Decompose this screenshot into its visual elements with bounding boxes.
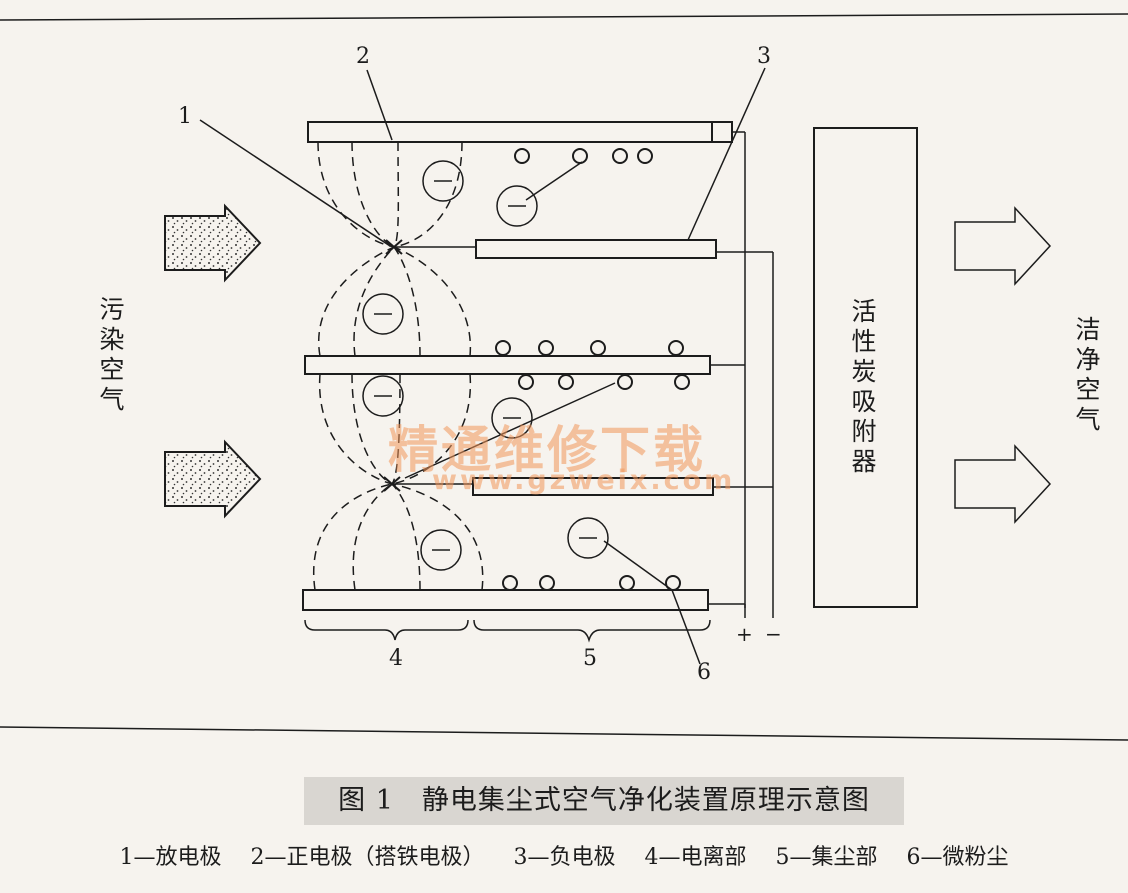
polluted-air-arrow-top	[164, 203, 262, 283]
callout-5: 5	[583, 646, 597, 671]
frame-bottom-line	[0, 726, 1128, 741]
callout-2: 2	[356, 44, 370, 69]
callout-3: 3	[757, 44, 771, 69]
clean-air-arrow-bottom	[954, 444, 1052, 524]
collection-section-brace	[473, 619, 711, 643]
legend-item-3: 3—负电极	[513, 845, 616, 870]
ionization-section-brace	[304, 619, 469, 641]
legend-item-5: 5—集尘部	[775, 845, 878, 870]
clean-air-label: 洁净空气	[1072, 316, 1101, 436]
dust-particles	[495, 148, 690, 591]
polluted-air-label: 污染空气	[96, 296, 125, 416]
legend-item-1: 1—放电极	[119, 845, 222, 870]
watermark-url: www.gzweix.com	[432, 465, 736, 496]
leader-lines	[199, 67, 766, 665]
positive-plate-bottom	[302, 589, 709, 611]
figure-legend: 1—放电极 2—正电极（搭铁电极） 3—负电极 4—电离部 5—集尘部 6—微粉…	[0, 843, 1128, 873]
callout-1: 1	[178, 104, 192, 129]
minus-terminal-label: −	[765, 622, 782, 646]
figure-caption: 图 1 静电集尘式空气净化装置原理示意图	[304, 777, 904, 825]
watermark-title: 精通维修下载	[388, 421, 706, 479]
activated-carbon-label: 活性炭吸附器	[848, 298, 877, 478]
negative-plate-top	[475, 239, 717, 259]
callout-6: 6	[697, 660, 711, 685]
clean-air-arrow-top	[954, 206, 1052, 286]
positive-plate-middle	[304, 355, 711, 375]
plus-terminal-label: +	[736, 622, 753, 646]
callout-4: 4	[389, 646, 403, 671]
polluted-air-arrow-bottom	[164, 439, 262, 519]
legend-item-4: 4—电离部	[644, 845, 747, 870]
electric-field-lines	[312, 141, 484, 591]
frame-top-line	[0, 13, 1128, 21]
ion-particles	[362, 160, 609, 571]
positive-plate-top	[307, 121, 733, 143]
wiring	[392, 131, 774, 618]
activated-carbon-adsorber	[813, 127, 918, 608]
legend-item-6: 6—微粉尘	[906, 845, 1009, 870]
electrostatic-air-purifier-diagram	[0, 13, 1128, 741]
legend-item-2: 2—正电极（搭铁电极）	[250, 845, 485, 870]
